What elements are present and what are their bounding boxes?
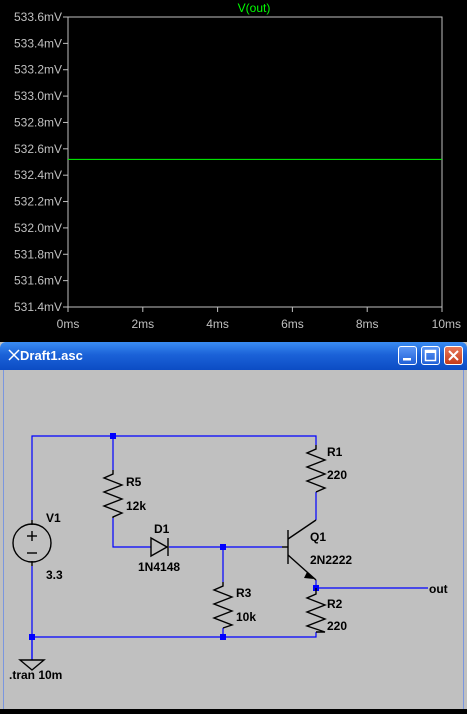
x-tick-label: 6ms	[281, 317, 304, 331]
y-tick-label: 532.2mV	[14, 195, 62, 209]
d1-name-label[interactable]: D1	[154, 522, 170, 536]
maximize-icon	[424, 349, 437, 362]
r2-resistor[interactable]	[304, 588, 327, 633]
junction-gnd-left[interactable]	[29, 634, 35, 640]
minimize-button[interactable]	[398, 346, 417, 365]
y-tick-label: 532.6mV	[14, 142, 62, 156]
waveform-plot[interactable]: V(out) 533.6mV 533.4mV 533.2mV 533.0mV 532.8…	[0, 0, 467, 342]
d1-value-label[interactable]: 1N4148	[138, 560, 180, 574]
maximize-button[interactable]	[421, 346, 440, 365]
ltspice-app-icon	[8, 349, 20, 361]
r3-resistor[interactable]	[212, 582, 235, 629]
y-tick-label: 531.6mV	[14, 274, 62, 288]
x-tick-label: 0ms	[57, 317, 80, 331]
schematic-drawing[interactable]: V1 3.3 R5 12k D1 1N4148 R3 10k R1 220	[4, 370, 465, 709]
y-tick-label: 533.2mV	[14, 63, 62, 77]
schematic-window: Draft1.asc	[0, 342, 467, 709]
schematic-canvas[interactable]: V1 3.3 R5 12k D1 1N4148 R3 10k R1 220	[3, 370, 464, 709]
wire-ground-rail[interactable]	[32, 632, 317, 638]
y-tick-label: 531.8mV	[14, 247, 62, 261]
r1-resistor[interactable]	[305, 445, 327, 493]
r5-name-label[interactable]: R5	[126, 475, 142, 489]
q1-npn-transistor[interactable]	[282, 519, 317, 581]
r3-name-label[interactable]: R3	[236, 586, 252, 600]
y-tick-label: 533.6mV	[14, 10, 62, 24]
tran-directive[interactable]: .tran 10m	[9, 668, 62, 682]
v1-name-label[interactable]: V1	[46, 511, 61, 525]
y-tick-label: 532.0mV	[14, 221, 62, 235]
trace-title[interactable]: V(out)	[238, 1, 271, 15]
y-tick-label: 533.4mV	[14, 36, 62, 50]
x-tick-label: 2ms	[131, 317, 154, 331]
r3-value-label[interactable]: 10k	[236, 610, 256, 624]
v1-voltage-source[interactable]	[12, 520, 52, 566]
waveform-plot-pane[interactable]: V(out) 533.6mV 533.4mV 533.2mV 533.0mV 532.8…	[0, 0, 467, 342]
plot-area[interactable]	[67, 16, 443, 308]
junction-base-node[interactable]	[220, 544, 226, 550]
junction-gnd-r3[interactable]	[220, 634, 226, 640]
close-icon	[448, 350, 459, 361]
wire-r5-to-d1[interactable]	[112, 518, 151, 548]
y-tick-label: 533.0mV	[14, 89, 62, 103]
close-button[interactable]	[444, 346, 463, 365]
r5-value-label[interactable]: 12k	[126, 499, 146, 513]
r1-name-label[interactable]: R1	[327, 445, 343, 459]
window-title: Draft1.asc	[20, 348, 83, 363]
out-net-label[interactable]: out	[429, 582, 448, 596]
q1-name-label[interactable]: Q1	[310, 530, 326, 544]
d1-diode[interactable]	[150, 536, 169, 558]
ground-symbol[interactable]	[18, 637, 46, 671]
x-tick-label: 10ms	[432, 317, 461, 331]
junction-top-r5[interactable]	[110, 433, 116, 439]
window-titlebar[interactable]: Draft1.asc	[0, 342, 467, 370]
y-tick-label: 532.4mV	[14, 168, 62, 182]
x-tick-label: 4ms	[206, 317, 229, 331]
r2-value-label[interactable]: 220	[327, 619, 347, 633]
y-tick-label: 532.8mV	[14, 115, 62, 129]
y-tick-label: 531.4mV	[14, 300, 62, 314]
r1-value-label[interactable]: 220	[327, 468, 347, 482]
x-tick-label: 8ms	[356, 317, 379, 331]
wire-top-rail[interactable]	[31, 435, 317, 520]
minimize-icon	[403, 358, 411, 361]
v1-value-label[interactable]: 3.3	[46, 568, 63, 582]
r2-name-label[interactable]: R2	[327, 597, 343, 611]
r5-resistor[interactable]	[102, 470, 124, 518]
q1-value-label[interactable]: 2N2222	[310, 553, 352, 567]
